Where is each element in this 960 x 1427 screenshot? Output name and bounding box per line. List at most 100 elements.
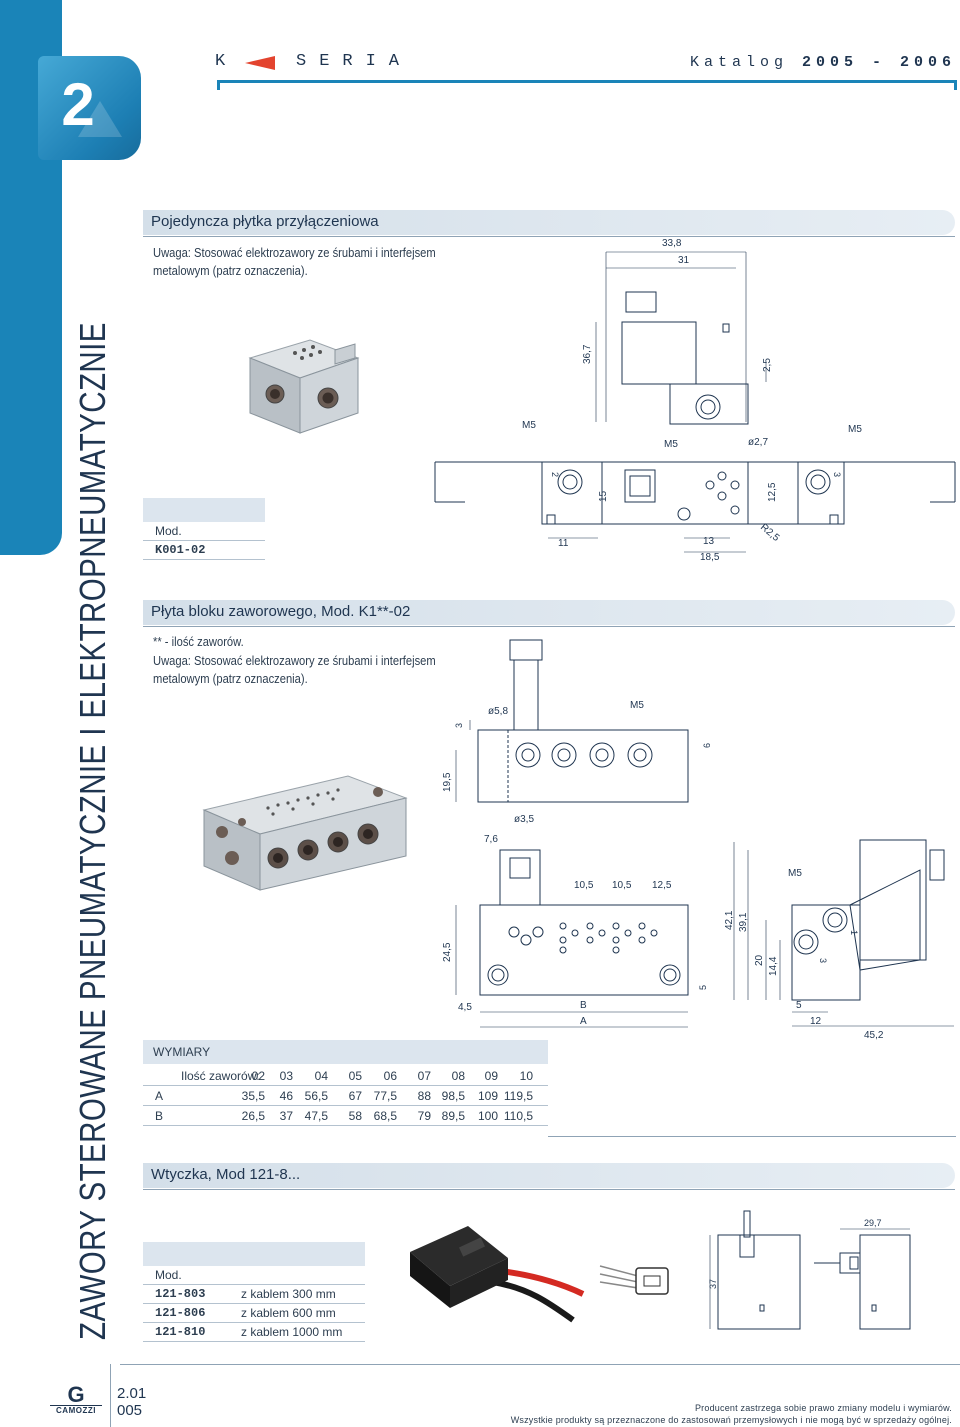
single-plate-product-image	[248, 339, 360, 434]
dim-label: 5	[698, 985, 708, 990]
vertical-section-title: ZAWORY STEROWANE PNEUMATYCZNIE I ELEKTRO…	[72, 322, 113, 1340]
tab-triangle-decoration	[78, 101, 122, 137]
dim-label: 2,5	[762, 358, 773, 372]
footer-note-line: Wszystkie produkty są przeznaczone do za…	[510, 1415, 952, 1425]
dim-label: M5	[788, 868, 802, 879]
series-arrow-icon	[245, 56, 275, 70]
count-cell: 09	[484, 1069, 498, 1083]
port-label: 3	[818, 958, 828, 963]
camozzi-logo-icon: G	[67, 1382, 85, 1407]
dim-label: 39,1	[738, 912, 749, 932]
divider	[548, 1136, 956, 1137]
plug-technical-drawing: 37 29,7	[708, 1210, 911, 1330]
section-title: Pojedyncza płytka przyłączeniowa	[151, 213, 379, 230]
dimensions-heading-band: WYMIARY	[143, 1040, 548, 1064]
dim-label: ø2,7	[748, 437, 768, 448]
dim-label: 42,1	[724, 910, 735, 930]
dim-label: 10,5	[612, 880, 632, 891]
note-line: metalowym (patrz oznaczenia).	[153, 263, 308, 278]
table-row: 121-810 z kablem 1000 mm	[143, 1323, 365, 1342]
count-cell: 07	[417, 1069, 431, 1083]
dim-label: B	[580, 1000, 587, 1011]
dim-label: 45,2	[864, 1030, 884, 1041]
dim-label: 13	[703, 536, 715, 547]
mod-table-header-band	[143, 498, 265, 522]
dimensions-row-b: B 26,5 37 47,5 58 68,5 79 89,5 100 110,5	[143, 1107, 548, 1126]
dim-label: 37	[708, 1279, 718, 1289]
dim-label: 12,5	[652, 880, 672, 891]
dim-cell: 56,5	[304, 1089, 328, 1103]
count-cell: 08	[451, 1069, 465, 1083]
dim-label: 36,7	[582, 344, 593, 364]
dim-label: 12,5	[767, 482, 778, 502]
catalog-label: Katalog 2005 - 2006	[690, 54, 956, 71]
dim-cell: 89,5	[441, 1109, 465, 1123]
note-line: Uwaga: Stosować elektrozawory ze śrubami…	[153, 653, 436, 668]
dimensions-row-a: A 35,5 46 56,5 67 77,5 88 98,5 109 119,5	[143, 1087, 548, 1106]
dim-cell: 119,5	[503, 1089, 533, 1103]
mod-desc: z kablem 300 mm	[241, 1287, 336, 1301]
dim-label: 11	[558, 538, 569, 549]
footer-note: Producent zastrzega sobie prawo zmiany m…	[511, 1402, 952, 1426]
dim-cell: 109	[477, 1089, 498, 1103]
mod-desc: z kablem 1000 mm	[241, 1325, 343, 1339]
dim-label: M5	[664, 439, 678, 450]
count-cell: 10	[519, 1069, 533, 1083]
section-number: 2	[61, 71, 95, 138]
count-cell: 03	[279, 1069, 293, 1083]
series-word: SERIA	[296, 52, 413, 71]
dim-label: 4,5	[458, 1002, 472, 1013]
port-label: 2	[550, 472, 560, 477]
section-bar-manifold: Płyta bloku zaworowego, Mod. K1**-02	[143, 600, 955, 627]
dim-cell: 26,5	[241, 1109, 265, 1123]
section-title: Wtyczka, Mod 121-8...	[151, 1166, 301, 1183]
footer-vertical-rule	[110, 1364, 111, 1427]
mod-code: 121-810	[155, 1325, 206, 1339]
single-plate-technical-drawing: 33,8 31 36,7 2,5 M5 M5 M5 ø2,7 15 12,5 1…	[434, 238, 956, 563]
count-cell: 06	[383, 1069, 397, 1083]
mod-label-row: Mod.	[143, 1266, 365, 1285]
port-label: 1	[849, 930, 859, 935]
dim-label: 31	[678, 255, 690, 266]
mod-code: 121-803	[155, 1287, 206, 1301]
manifold-technical-drawing: ø5,8 3 19,5 M5 6 ø3,5 7,6 10,5 10,5 12,5…	[442, 639, 954, 1041]
camozzi-logo: G CAMOZZI	[50, 1382, 102, 1415]
note-line: metalowym (patrz oznaczenia).	[153, 671, 308, 686]
dim-cell: 68,5	[373, 1109, 397, 1123]
dim-cell: 46	[279, 1089, 293, 1103]
section-bar-rule	[143, 1189, 955, 1190]
header-rule	[217, 80, 957, 83]
page-number-line: 2.01	[117, 1385, 147, 1402]
dim-label: 15	[598, 490, 609, 502]
note-line: Uwaga: Stosować elektrozawory ze śrubami…	[153, 245, 436, 260]
dim-label: 7,6	[484, 834, 498, 845]
dim-label: ø5,8	[488, 706, 508, 717]
dim-label: R2,5	[758, 522, 782, 544]
note-line: ** - ilość zaworów.	[153, 634, 244, 649]
catalog-prefix: Katalog	[689, 54, 788, 71]
dim-label: M5	[630, 700, 644, 711]
mod-table-single-plate: Mod. K001-02	[143, 498, 265, 560]
dim-cell: 100	[477, 1109, 498, 1123]
dim-label: 3	[454, 723, 464, 728]
manifold-product-image	[202, 775, 408, 891]
count-cell: 04	[314, 1069, 328, 1083]
sidebar-gutter	[62, 0, 122, 1365]
table-row: 121-803 z kablem 300 mm	[143, 1285, 365, 1304]
footer-rule	[120, 1364, 960, 1365]
dim-label: 33,8	[662, 238, 682, 249]
dim-cell: 47,5	[304, 1109, 328, 1123]
dim-cell: 77,5	[373, 1089, 397, 1103]
dim-cell: 110,5	[503, 1109, 533, 1123]
count-cell: 02	[251, 1069, 265, 1083]
plug-product-image	[410, 1226, 585, 1323]
row-label: B	[155, 1109, 164, 1123]
page-number: 2.01 005	[117, 1385, 146, 1419]
dim-label: 19,5	[442, 772, 453, 792]
dimensions-heading: WYMIARY	[153, 1045, 211, 1059]
row-label: A	[155, 1089, 164, 1103]
dim-label: 14,4	[768, 956, 779, 976]
dim-cell: 37	[279, 1109, 293, 1123]
catalog-years: 2005 - 2006	[801, 54, 956, 71]
dim-label: M5	[848, 424, 862, 435]
